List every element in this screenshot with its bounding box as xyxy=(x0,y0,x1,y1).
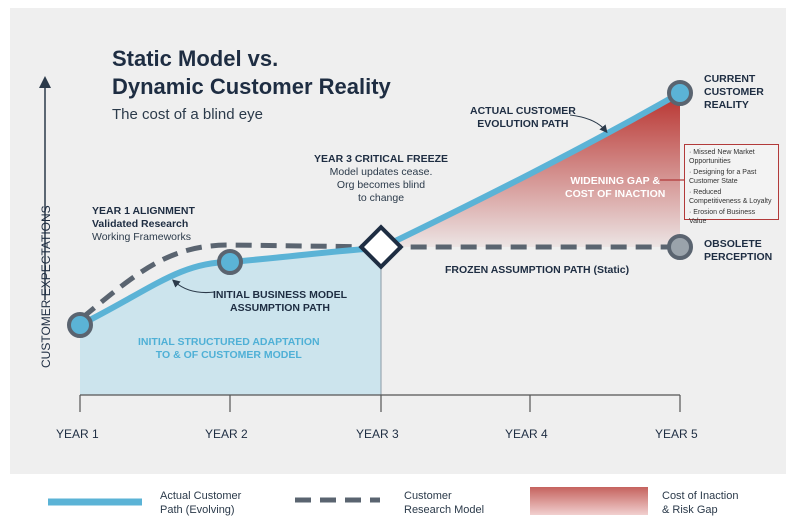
frozen-path-label: FROZEN ASSUMPTION PATH (Static) xyxy=(445,264,630,276)
actual-customer-path xyxy=(78,90,682,328)
x-tick-label: YEAR 1 xyxy=(56,427,99,441)
gap-label: WIDENING GAP &COST OF INACTION xyxy=(565,175,666,200)
consequence-item: · Designing for a Past Customer State xyxy=(689,169,757,185)
consequences-box: · Missed New Market Opportunities · Desi… xyxy=(684,144,779,225)
consequence-item: · Erosion of Business Value xyxy=(689,209,756,225)
pointer-arrow-initial xyxy=(171,279,216,293)
customer-model-dashed-line xyxy=(80,242,680,320)
node-year2 xyxy=(217,249,243,275)
pointer-arrow-actual xyxy=(569,114,608,134)
node-year1 xyxy=(67,312,93,338)
title: Static Model vs.Dynamic Customer Reality xyxy=(112,46,391,99)
legend-gap-swatch xyxy=(530,487,648,515)
y-axis-label: CUSTOMER EXPECTATIONS xyxy=(39,205,53,368)
x-tick-label: YEAR 4 xyxy=(505,427,548,441)
x-tick-label: YEAR 2 xyxy=(205,427,248,441)
consequence-item: · Missed New Market Opportunities xyxy=(689,149,755,165)
x-tick-label: YEAR 3 xyxy=(356,427,399,441)
legend-gap-label: Cost of Inaction& Risk Gap xyxy=(662,490,739,516)
subtitle: The cost of a blind eye xyxy=(112,106,263,123)
node-obsolete xyxy=(667,234,693,260)
node-current-reality xyxy=(667,80,693,106)
consequence-item: · Reduced Competitiveness & Loyalty xyxy=(689,189,772,205)
gap-area xyxy=(381,93,680,248)
freeze-diamond xyxy=(358,224,404,270)
x-tick-label: YEAR 5 xyxy=(655,427,698,441)
